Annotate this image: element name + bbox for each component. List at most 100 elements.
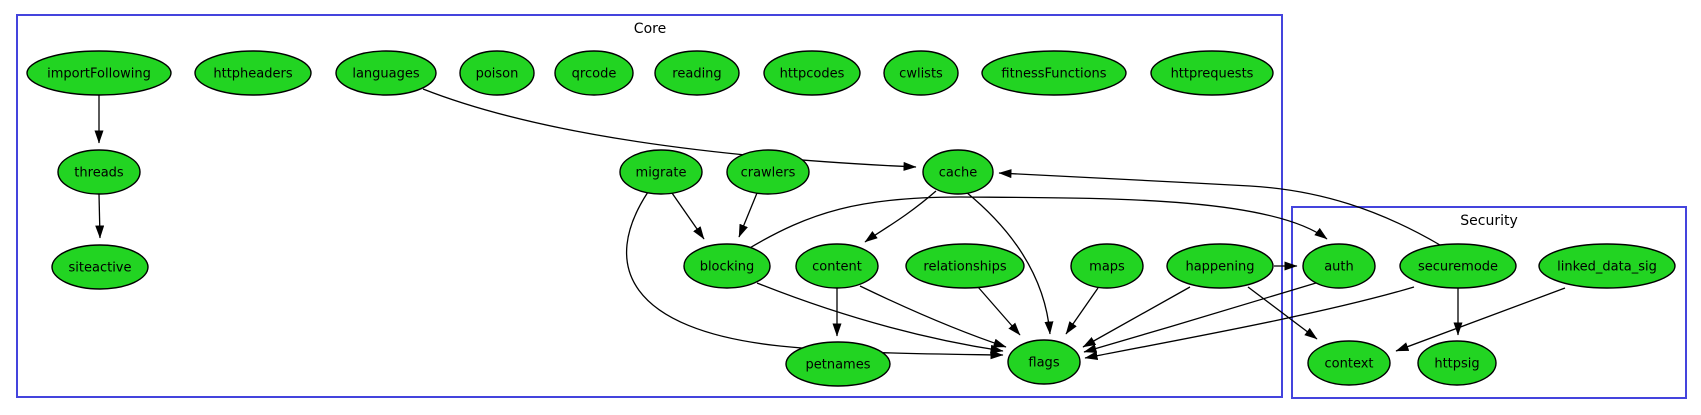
- node-httprequests-shape: [1150, 50, 1274, 96]
- node-cache: cache: [922, 149, 994, 195]
- node-reading-label: reading: [672, 67, 721, 82]
- node-cwlists-shape: [883, 50, 959, 96]
- node-auth: auth: [1302, 243, 1376, 289]
- node-linked_data_sig-label: linked_data_sig: [1557, 260, 1657, 275]
- node-httprequests-label: httprequests: [1171, 67, 1254, 82]
- edge-migrate-to-flags: [625, 191, 1004, 360]
- node-importFollowing: importFollowing: [26, 50, 172, 96]
- node-threads-label: threads: [74, 166, 124, 181]
- edge-threads-to-siteactive: [95, 193, 105, 239]
- node-httprequests: httprequests: [1150, 50, 1274, 96]
- node-httpsig-shape: [1417, 340, 1497, 386]
- node-httpheaders-label: httpheaders: [213, 67, 292, 82]
- node-content-label: content: [812, 260, 862, 275]
- node-importFollowing-shape: [26, 50, 172, 96]
- node-siteactive-shape: [51, 244, 149, 290]
- edge-content-to-flags: [859, 285, 1007, 348]
- node-petnames: petnames: [785, 341, 891, 387]
- node-importFollowing-label: importFollowing: [47, 67, 151, 82]
- node-poison: poison: [459, 50, 535, 96]
- node-siteactive-label: siteactive: [69, 261, 132, 276]
- node-maps-label: maps: [1089, 260, 1125, 275]
- edge-migrate-to-blocking: [671, 192, 705, 240]
- cluster-security-label: Security: [1460, 213, 1518, 229]
- edge-cache-to-flags: [965, 191, 1054, 335]
- node-qrcode: qrcode: [554, 50, 634, 96]
- edge-securemode-to-cache: [998, 169, 1441, 246]
- node-cwlists: cwlists: [883, 50, 959, 96]
- node-linked_data_sig: linked_data_sig: [1538, 243, 1676, 289]
- node-securemode: securemode: [1399, 243, 1517, 289]
- node-auth-shape: [1302, 243, 1376, 289]
- cluster-core-border: [16, 14, 1283, 398]
- node-crawlers-shape: [726, 149, 810, 195]
- node-languages-shape: [335, 50, 437, 96]
- cluster-core-label: Core: [634, 21, 666, 37]
- node-cache-shape: [922, 149, 994, 195]
- node-fitnessFunctions-shape: [981, 50, 1127, 96]
- node-siteactive: siteactive: [51, 244, 149, 290]
- node-threads-shape: [57, 149, 141, 195]
- node-fitnessFunctions-label: fitnessFunctions: [1001, 67, 1106, 82]
- node-httpheaders: httpheaders: [194, 50, 312, 96]
- node-auth-label: auth: [1324, 260, 1354, 275]
- node-petnames-label: petnames: [806, 358, 871, 373]
- node-cwlists-label: cwlists: [899, 67, 943, 82]
- node-httpcodes-shape: [763, 50, 861, 96]
- node-blocking: blocking: [683, 243, 771, 289]
- node-migrate-shape: [619, 149, 703, 195]
- node-blocking-label: blocking: [700, 260, 755, 275]
- node-reading: reading: [654, 50, 740, 96]
- node-petnames-shape: [785, 341, 891, 387]
- node-qrcode-label: qrcode: [572, 67, 617, 82]
- node-blocking-shape: [683, 243, 771, 289]
- node-crawlers-label: crawlers: [741, 166, 796, 181]
- node-httpcodes: httpcodes: [763, 50, 861, 96]
- node-happening: happening: [1166, 243, 1274, 289]
- node-crawlers: crawlers: [726, 149, 810, 195]
- node-httpcodes-label: httpcodes: [780, 67, 845, 82]
- node-context-shape: [1307, 340, 1391, 386]
- node-relationships-label: relationships: [923, 260, 1006, 275]
- node-happening-shape: [1166, 243, 1274, 289]
- node-securemode-shape: [1399, 243, 1517, 289]
- node-relationships-shape: [905, 243, 1025, 289]
- edge-blocking-to-flags: [756, 282, 1004, 354]
- node-flags: flags: [1007, 339, 1081, 385]
- edge-cache-to-content: [864, 190, 937, 243]
- node-poison-shape: [459, 50, 535, 96]
- edge-happening-to-flags: [1082, 286, 1191, 348]
- node-content: content: [795, 243, 879, 289]
- node-poison-label: poison: [476, 67, 519, 82]
- cluster-security-border: [1291, 206, 1687, 399]
- edge-securemode-to-flags: [1084, 286, 1415, 361]
- edge-auth-to-flags: [1083, 282, 1317, 353]
- node-cache-label: cache: [939, 166, 978, 181]
- node-fitnessFunctions: fitnessFunctions: [981, 50, 1127, 96]
- node-relationships: relationships: [905, 243, 1025, 289]
- node-maps: maps: [1070, 243, 1144, 289]
- edge-linked_data_sig-to-context: [1395, 287, 1566, 352]
- node-languages-label: languages: [352, 67, 420, 82]
- node-securemode-label: securemode: [1418, 260, 1498, 275]
- node-migrate: migrate: [619, 149, 703, 195]
- node-maps-shape: [1070, 243, 1144, 289]
- node-happening-label: happening: [1185, 260, 1254, 275]
- node-context-label: context: [1325, 357, 1374, 372]
- edge-relationships-to-flags: [977, 286, 1021, 336]
- node-context: context: [1307, 340, 1391, 386]
- node-httpheaders-shape: [194, 50, 312, 96]
- node-httpsig: httpsig: [1417, 340, 1497, 386]
- node-qrcode-shape: [554, 50, 634, 96]
- node-threads: threads: [57, 149, 141, 195]
- node-migrate-label: migrate: [636, 166, 687, 181]
- edge-crawlers-to-blocking: [738, 192, 758, 238]
- node-linked_data_sig-shape: [1538, 243, 1676, 289]
- edge-maps-to-flags: [1065, 287, 1099, 335]
- node-httpsig-label: httpsig: [1434, 357, 1479, 372]
- edge-blocking-to-auth: [747, 196, 1328, 250]
- node-reading-shape: [654, 50, 740, 96]
- node-flags-label: flags: [1028, 356, 1059, 371]
